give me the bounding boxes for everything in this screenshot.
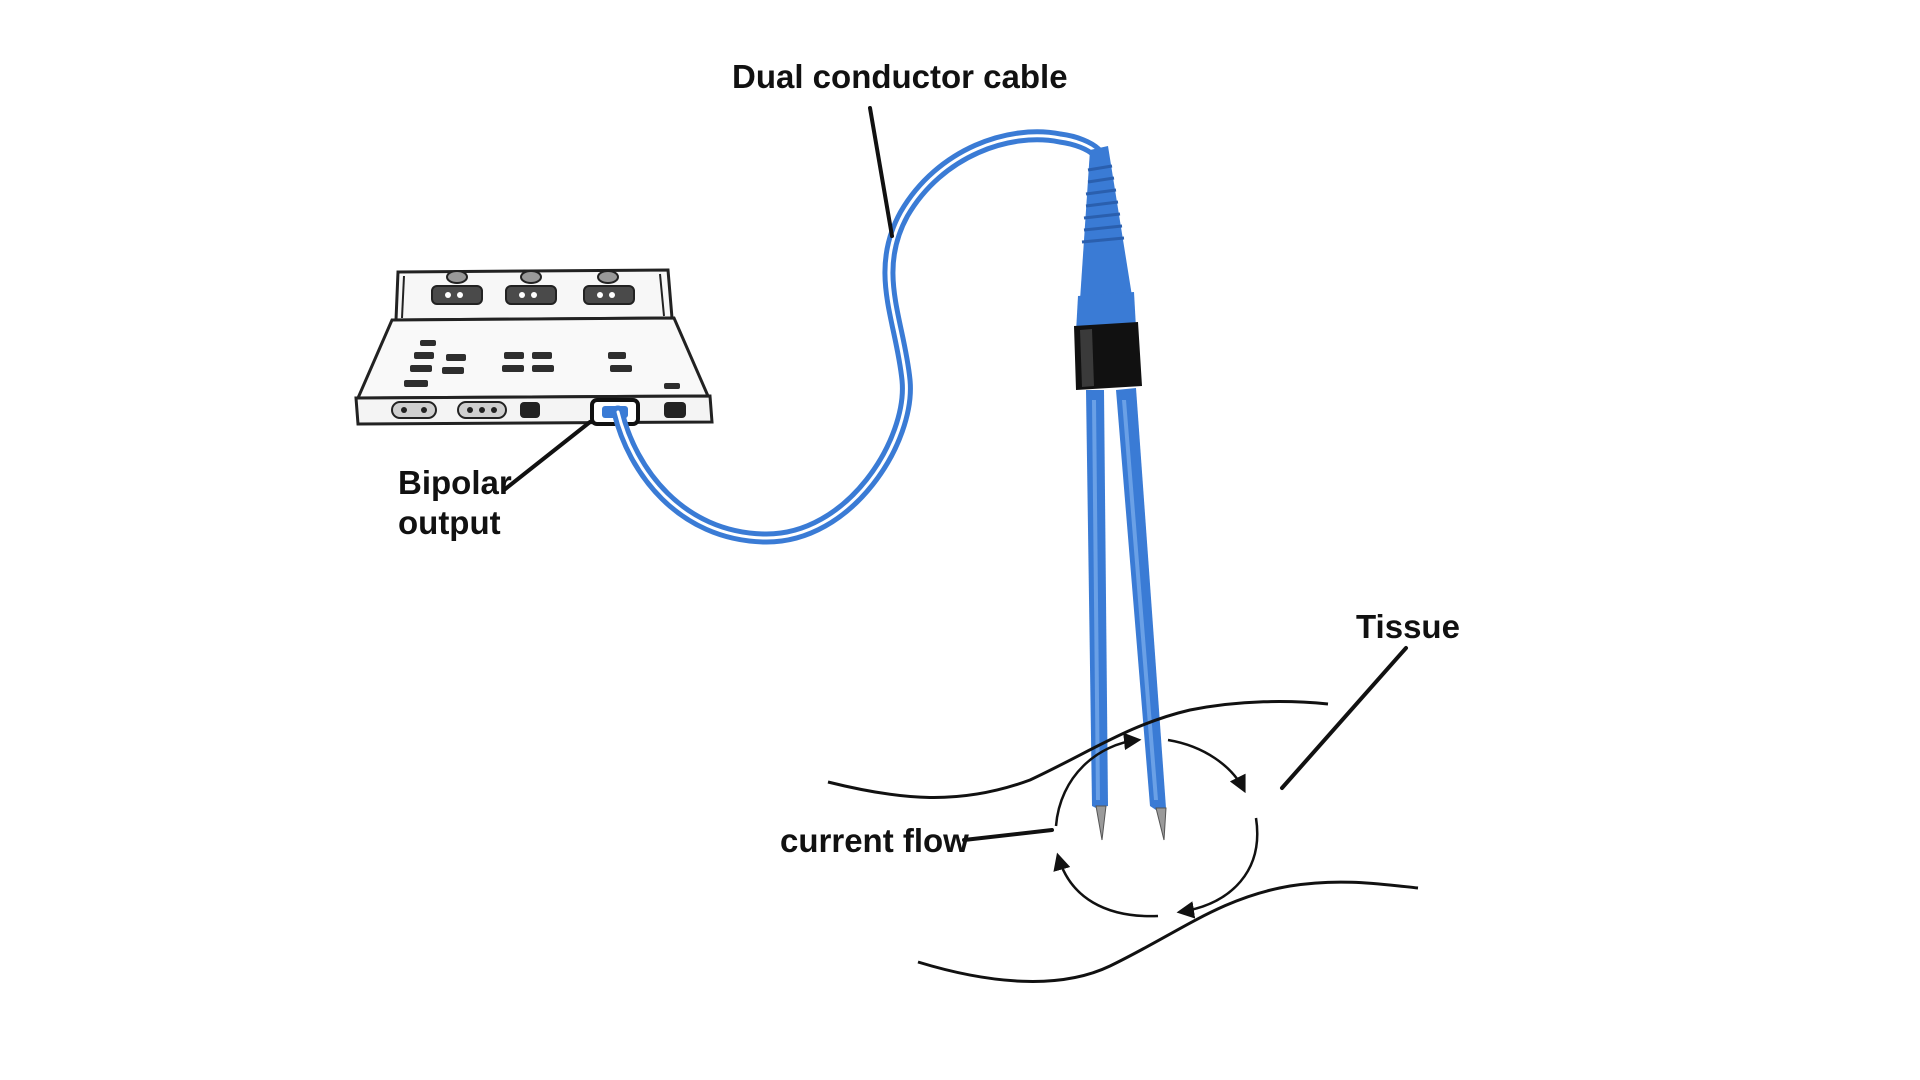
electrosurgical-generator xyxy=(354,268,714,426)
cable-leader-line xyxy=(868,106,894,238)
current-arrow-right-bottom xyxy=(1176,817,1259,919)
dual-conductor-cable xyxy=(611,129,1103,545)
current-leader-line xyxy=(962,828,1054,842)
current-arrow-top xyxy=(1054,732,1142,827)
generator-top-controls xyxy=(431,270,635,305)
tissue-upper-edge xyxy=(827,700,1329,800)
tissue-label: Tissue xyxy=(1356,608,1460,645)
leader-lines xyxy=(502,106,1408,842)
output-leader-line xyxy=(502,420,592,492)
current-arrow-right-top xyxy=(1167,738,1246,794)
bipolar-output-label-line2: output xyxy=(398,504,501,541)
tissue-lower-edge xyxy=(917,880,1419,983)
generator-front-ports xyxy=(391,401,686,419)
forceps-tines xyxy=(1086,388,1167,841)
tissue-leader-line xyxy=(1280,646,1408,790)
current-flow-loop xyxy=(1053,732,1259,919)
tissue xyxy=(827,700,1419,983)
generator-panel-buttons xyxy=(404,340,680,389)
forceps-strain-relief xyxy=(1076,146,1136,332)
current-flow-label: current flow xyxy=(780,822,969,859)
current-arrow-left xyxy=(1053,852,1159,918)
cable-label: Dual conductor cable xyxy=(732,58,1068,95)
bipolar-forceps xyxy=(1074,146,1167,841)
bipolar-output-label-line1: Bipolar xyxy=(398,464,512,501)
